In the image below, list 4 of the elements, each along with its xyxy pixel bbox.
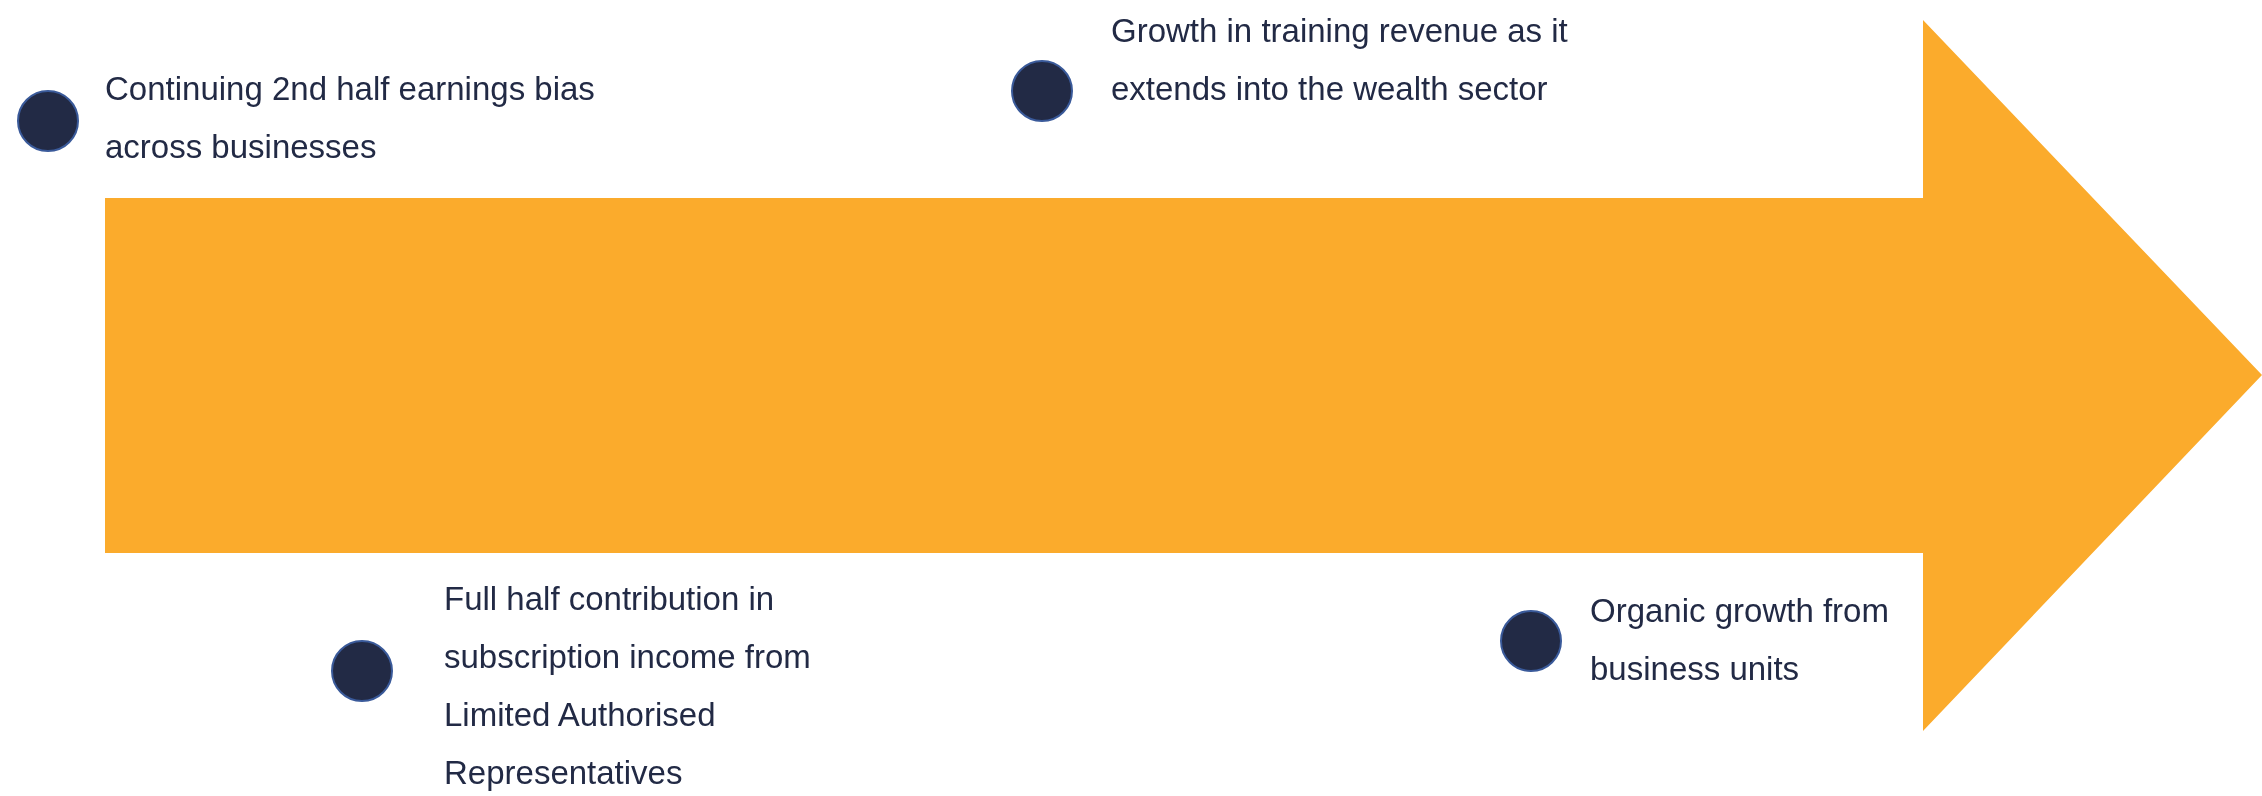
bullet-text: Organic growth from business units [1590, 591, 1890, 689]
bullet-text: Full half contribution in subscription income from Limited Authorised Representatives [444, 579, 812, 793]
bullet-text: Continuing 2nd half earnings bias across businesses [105, 69, 596, 167]
bullet-text: Growth in training revenue as it extends into the wealth sector [1111, 11, 1569, 109]
